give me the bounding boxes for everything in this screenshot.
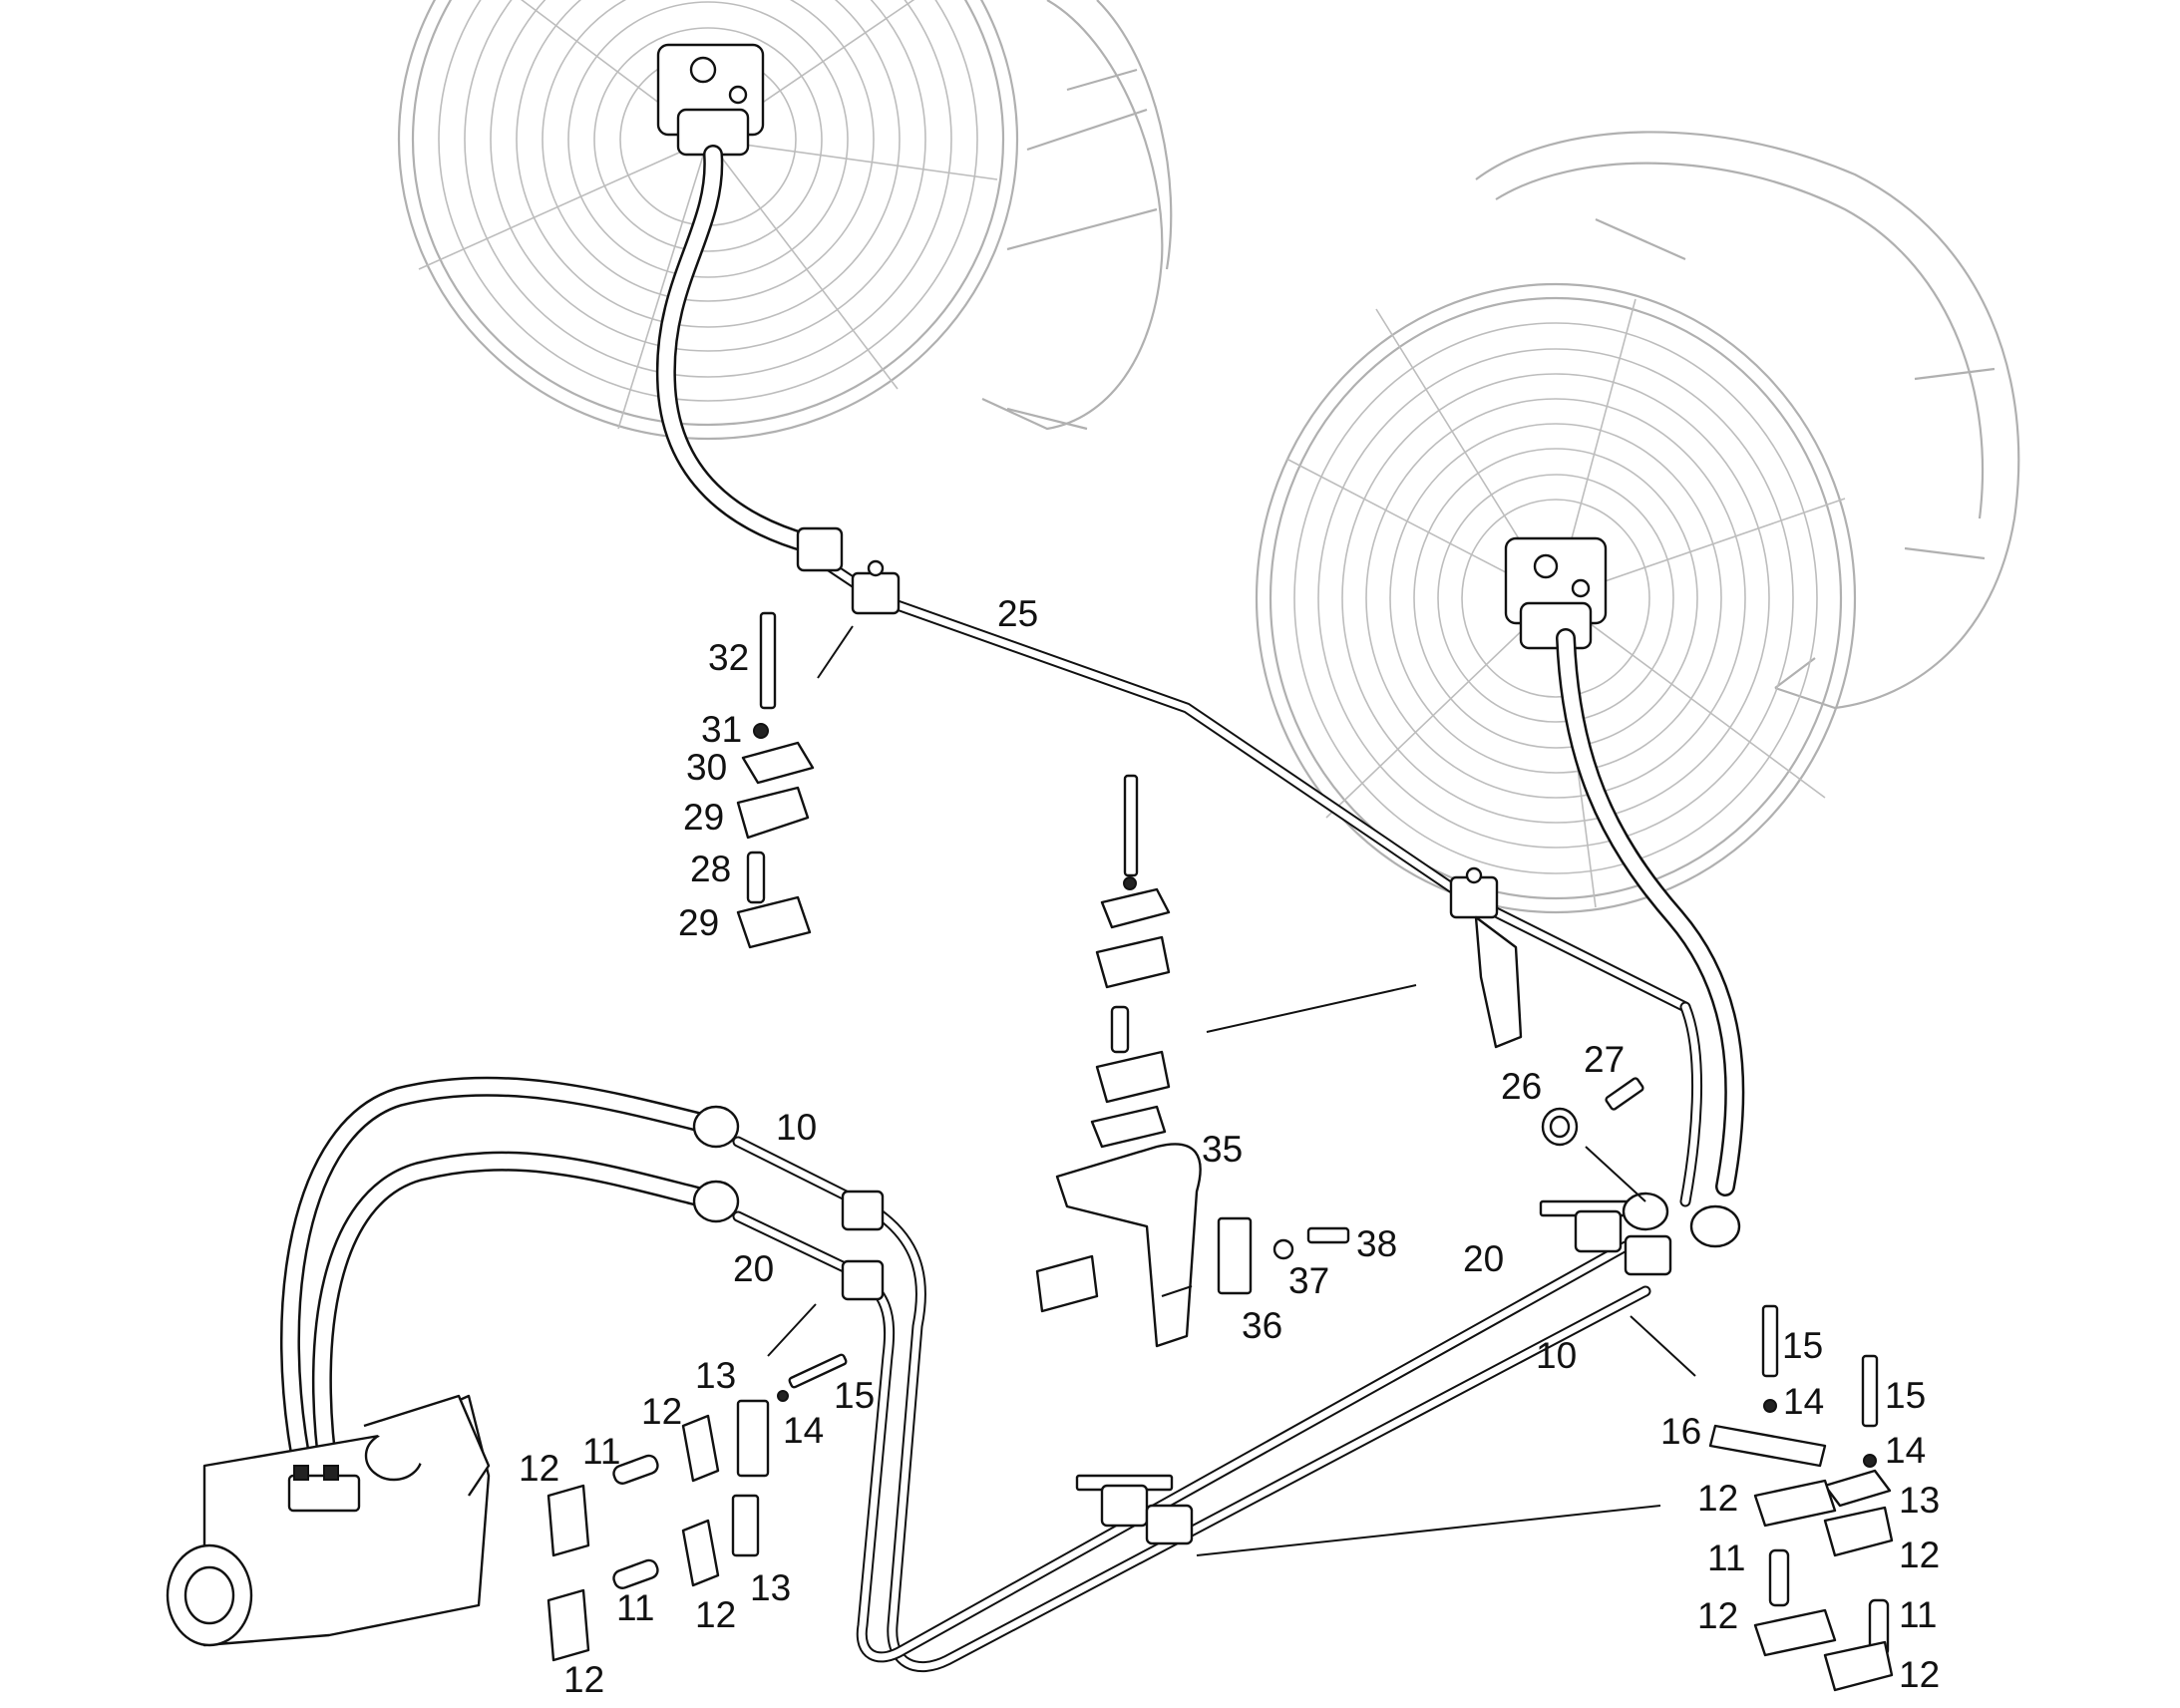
part-38-bolt bbox=[1306, 1226, 1350, 1244]
part-11-sleeve-lower-left bbox=[612, 1558, 659, 1589]
callout-13-lower-left: 13 bbox=[750, 1567, 791, 1608]
pipe-right-risers bbox=[1679, 1001, 1703, 1207]
hydraulic-pump bbox=[166, 1394, 491, 1647]
callout-20-right: 20 bbox=[1463, 1238, 1504, 1279]
exploded-clamp-28-32 bbox=[736, 611, 815, 949]
part-29-clamp-half-lower bbox=[736, 895, 812, 949]
leader-lines bbox=[767, 625, 1696, 1556]
callout-30: 30 bbox=[686, 747, 727, 788]
callout-26: 26 bbox=[1501, 1066, 1542, 1107]
hose-fan2-return bbox=[1556, 628, 1745, 1196]
callout-14-left: 14 bbox=[783, 1410, 824, 1451]
part-12-half-upper-left bbox=[681, 1414, 720, 1483]
clamp-bottom-center bbox=[1075, 1474, 1194, 1545]
part-35-bracket bbox=[1055, 1143, 1202, 1348]
part-12-clamp-right-4 bbox=[1823, 1640, 1894, 1692]
part-27-bolt bbox=[1605, 1077, 1644, 1111]
callout-15-right-b: 15 bbox=[1885, 1375, 1926, 1416]
callout-11-upper-left: 11 bbox=[582, 1431, 620, 1472]
part-12-clamp-left-2 bbox=[546, 1588, 590, 1662]
exploded-clamp-set-left bbox=[546, 1353, 848, 1662]
callout-12-left-2: 12 bbox=[563, 1659, 604, 1700]
part-13-plate-upper-left bbox=[736, 1399, 770, 1478]
part-31-washer bbox=[753, 723, 769, 739]
callout-29-lower: 29 bbox=[678, 902, 719, 943]
callout-14-right-b: 14 bbox=[1885, 1430, 1926, 1471]
callout-20-left: 20 bbox=[733, 1248, 774, 1289]
part-15-bolt-left bbox=[788, 1353, 848, 1389]
fan-assembly-lower bbox=[1255, 131, 2020, 914]
clamp-upper-right bbox=[1449, 866, 1523, 1049]
part-36-plate bbox=[1217, 1216, 1253, 1295]
callout-29-upper: 29 bbox=[683, 797, 724, 838]
part-12-clamp-left-1 bbox=[546, 1484, 590, 1557]
clamp-25-on-hose bbox=[796, 526, 901, 615]
callout-labels: 25 32 31 30 29 28 29 35 27 26 38 37 36 1… bbox=[519, 593, 1940, 1700]
part-11-sleeve-upper-left bbox=[612, 1454, 659, 1485]
callout-12-right-2: 12 bbox=[1899, 1535, 1940, 1575]
callout-12-right-4: 12 bbox=[1899, 1654, 1940, 1695]
part-12-clamp-right-1 bbox=[1753, 1479, 1837, 1528]
clamp-10-20-hose-ends bbox=[692, 1105, 885, 1301]
callout-11-right-b: 11 bbox=[1899, 1594, 1937, 1635]
part-13-plate-lower-left bbox=[731, 1494, 760, 1557]
part-32-bolt bbox=[759, 611, 777, 710]
callout-31: 31 bbox=[701, 709, 742, 750]
callout-36: 36 bbox=[1242, 1305, 1282, 1346]
hose-20-lower bbox=[311, 1151, 708, 1486]
part-37-washer bbox=[1272, 1238, 1294, 1260]
part-28-sleeve bbox=[746, 851, 766, 904]
callout-15-left: 15 bbox=[834, 1375, 875, 1416]
fan-assembly-upper bbox=[397, 0, 1173, 441]
callout-10-right: 10 bbox=[1536, 1335, 1577, 1376]
callout-12-lower-left: 12 bbox=[695, 1594, 736, 1635]
part-13-plate-right bbox=[1823, 1469, 1892, 1508]
callout-13-right: 13 bbox=[1899, 1480, 1940, 1521]
part-14-washer-right-a bbox=[1763, 1399, 1777, 1413]
part-12-half-lower-left bbox=[681, 1519, 720, 1587]
part-12-clamp-right-3 bbox=[1753, 1608, 1837, 1657]
part-14-washer-right-b bbox=[1863, 1454, 1877, 1468]
part-15-bolt-right-b bbox=[1861, 1354, 1879, 1428]
fan-motor-upper bbox=[656, 43, 765, 157]
part-11-sleeve-right-a bbox=[1768, 1548, 1790, 1607]
callout-14-right-a: 14 bbox=[1783, 1381, 1824, 1422]
callout-37: 37 bbox=[1288, 1260, 1329, 1301]
callout-27: 27 bbox=[1584, 1039, 1625, 1080]
callout-32: 32 bbox=[708, 637, 749, 678]
callout-15-right-a: 15 bbox=[1782, 1325, 1823, 1366]
callout-12-right-3: 12 bbox=[1697, 1595, 1738, 1636]
callout-12-upper-left: 12 bbox=[641, 1391, 682, 1432]
callout-11-right-a: 11 bbox=[1707, 1537, 1745, 1578]
exploded-clamp-set-right bbox=[1708, 1304, 1894, 1692]
hose-10-upper bbox=[279, 1076, 708, 1486]
callout-13-upper-left: 13 bbox=[695, 1355, 736, 1396]
pipe-10 bbox=[732, 1136, 1651, 1673]
part-14-washer-left bbox=[777, 1390, 789, 1402]
callout-35: 35 bbox=[1202, 1129, 1243, 1170]
callout-10-left: 10 bbox=[776, 1107, 817, 1148]
part-30-plate bbox=[741, 741, 815, 785]
part-29-clamp-half-upper bbox=[736, 786, 810, 840]
callout-11-lower-left: 11 bbox=[616, 1587, 654, 1628]
callout-16: 16 bbox=[1660, 1411, 1701, 1452]
callout-25: 25 bbox=[997, 593, 1038, 634]
callout-12-left-1: 12 bbox=[519, 1448, 559, 1489]
part-16-plate bbox=[1708, 1424, 1827, 1468]
callout-38: 38 bbox=[1356, 1223, 1397, 1264]
part-12-clamp-right-2 bbox=[1823, 1506, 1894, 1557]
callout-12-right-1: 12 bbox=[1697, 1478, 1738, 1519]
part-15-bolt-right-a bbox=[1761, 1304, 1779, 1378]
callout-28: 28 bbox=[690, 849, 731, 889]
parts-26-27 bbox=[1541, 1077, 1644, 1147]
fan-motor-lower bbox=[1504, 536, 1608, 650]
clamp-right-pair bbox=[1539, 1192, 1741, 1276]
